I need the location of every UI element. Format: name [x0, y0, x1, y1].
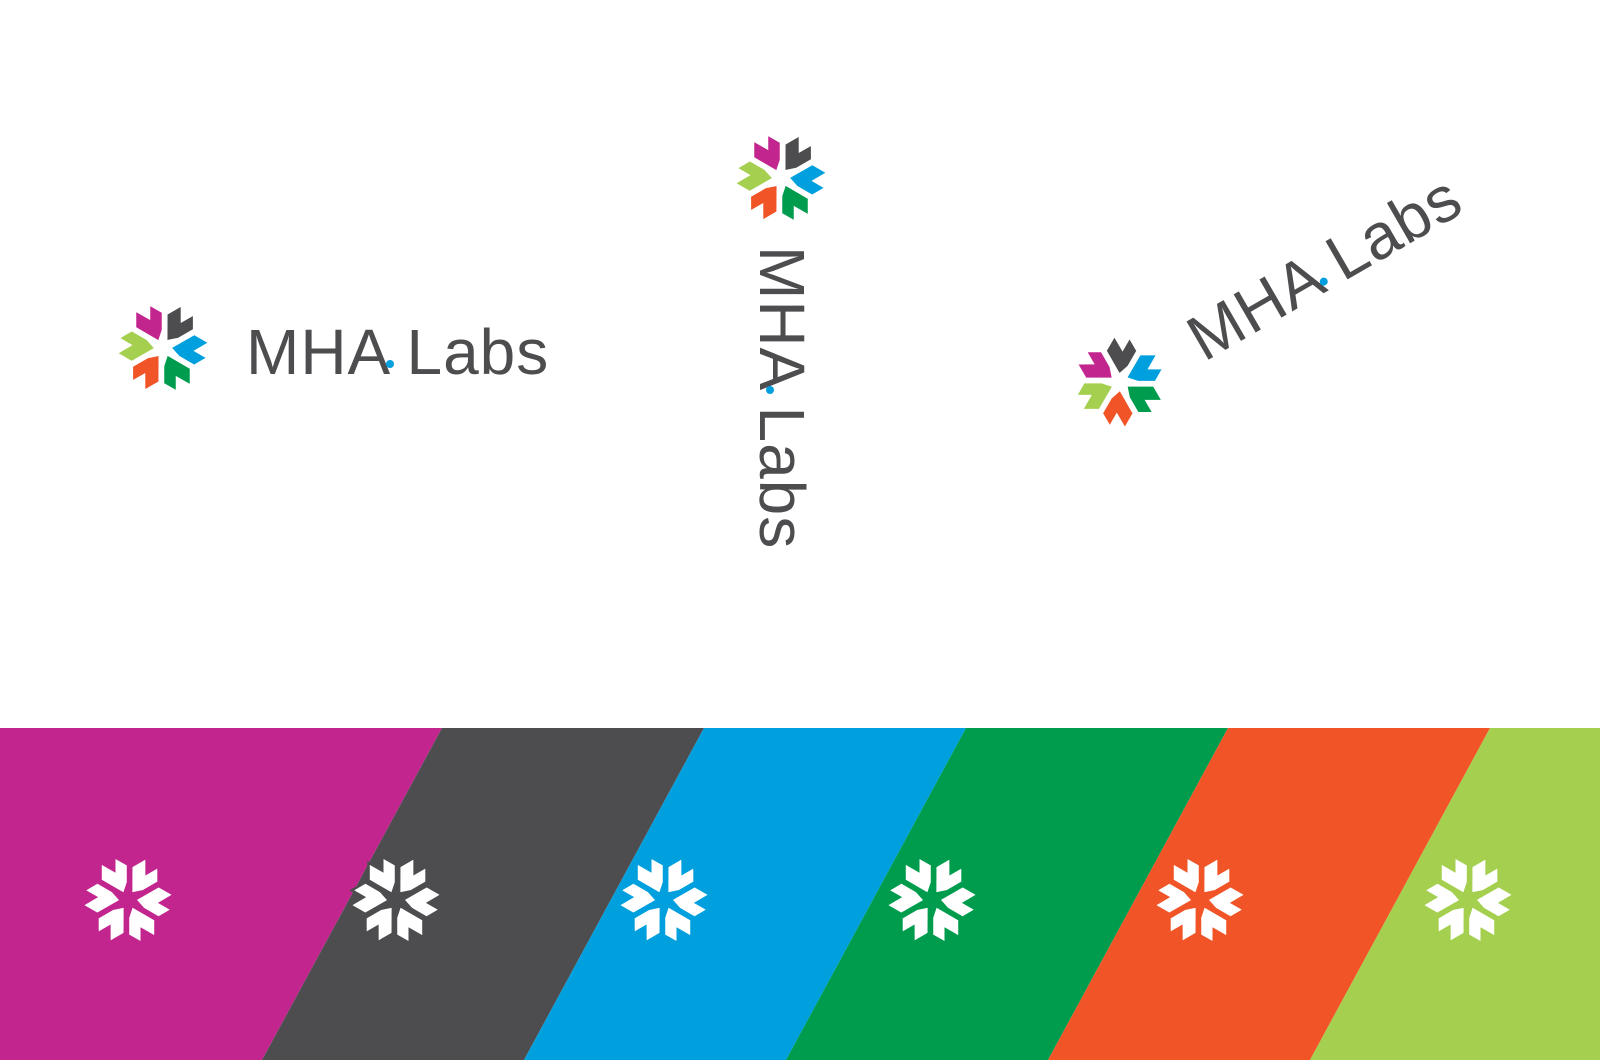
- logo-wordmark: MHA Labs: [1175, 160, 1474, 375]
- logo-wordmark: MHA Labs: [746, 246, 818, 550]
- logo-vertical-mark: [726, 130, 836, 226]
- pinwheel-blade: [1103, 332, 1140, 377]
- pinwheel-blade: [1073, 380, 1116, 412]
- swatch-magenta: [0, 728, 442, 1060]
- pinwheel-blade: [394, 904, 425, 946]
- pinwheel-blade: [786, 162, 831, 198]
- hexagon-pinwheel-icon: [883, 854, 981, 946]
- pinwheel-blade: [930, 904, 961, 946]
- logo-diagonal: MHA Labs: [1048, 147, 1478, 451]
- pinwheel-blade: [933, 855, 964, 896]
- pinwheel-blade: [397, 855, 428, 896]
- logo-vertical-wordmark: MHA Labs: [746, 246, 818, 550]
- pinwheel-blade: [1201, 855, 1232, 896]
- swatch-blue: [524, 728, 966, 1060]
- letter-a-dot: [766, 386, 774, 394]
- hexagon-pinwheel-icon: [1073, 332, 1166, 432]
- pinwheel-blade: [1123, 352, 1166, 384]
- swatch-green: [786, 728, 1228, 1060]
- pinwheel-blade: [1473, 884, 1517, 920]
- pinwheel-blade: [113, 328, 158, 364]
- hexagon-pinwheel-icon: [113, 301, 213, 395]
- pinwheel-blade: [937, 884, 981, 920]
- pinwheel-blade: [347, 880, 391, 916]
- pinwheel-blade: [133, 301, 165, 344]
- pinwheel-blade: [126, 904, 157, 946]
- pinwheel-blade: [782, 132, 814, 174]
- pinwheel-blade: [161, 352, 193, 395]
- pinwheel-blade: [632, 904, 663, 945]
- pinwheel-blade: [401, 884, 445, 920]
- pinwheel-blade: [1419, 880, 1463, 916]
- pinwheel-blade: [1198, 904, 1229, 946]
- pinwheel-blade: [665, 855, 696, 896]
- pinwheel-blade: [129, 855, 160, 896]
- swatch-gray: [262, 728, 704, 1060]
- hexagon-pinwheel-icon: [1419, 854, 1517, 946]
- pinwheel-blade: [635, 854, 666, 896]
- pinwheel-blade: [1171, 854, 1202, 896]
- letter-a-dot: [386, 360, 394, 368]
- pinwheel-blade: [883, 880, 927, 916]
- letter-a-dot: [1318, 276, 1330, 288]
- pinwheel-blade: [662, 904, 693, 946]
- pinwheel-blade: [1168, 904, 1199, 945]
- pinwheel-blade: [779, 182, 811, 225]
- hexagon-pinwheel-icon: [1151, 854, 1249, 946]
- pinwheel-blade: [1205, 884, 1249, 920]
- swatch-orange: [1048, 728, 1490, 1060]
- pinwheel-blade: [367, 854, 398, 896]
- pinwheel-blade: [1151, 880, 1195, 916]
- pinwheel-blade: [900, 904, 931, 945]
- pinwheel-blade: [669, 884, 713, 920]
- pinwheel-blade: [1124, 384, 1166, 415]
- pinwheel-blade: [99, 854, 130, 896]
- hexagon-pinwheel-icon: [731, 131, 831, 225]
- pinwheel-blade: [1100, 387, 1136, 432]
- pinwheel-blade: [79, 880, 123, 916]
- pinwheel-blade: [731, 158, 776, 194]
- pinwheel-blade: [1469, 855, 1500, 896]
- hexagon-pinwheel-icon: [347, 854, 445, 946]
- hexagon-pinwheel-icon: [79, 854, 177, 946]
- pinwheel-blade: [96, 904, 127, 945]
- pinwheel-blade: [615, 880, 659, 916]
- pinwheel-blade: [133, 884, 177, 920]
- logo-horizontal: MHA Labs: [108, 300, 549, 396]
- pinwheel-blade: [164, 302, 196, 344]
- pinwheel-blade: [130, 352, 162, 394]
- hexagon-pinwheel-icon: [615, 854, 713, 946]
- pinwheel-blade: [751, 131, 783, 174]
- pinwheel-blade: [1436, 904, 1467, 945]
- pinwheel-blade: [1439, 854, 1470, 896]
- pinwheel-blade: [168, 332, 213, 368]
- pinwheel-blade: [903, 854, 934, 896]
- pinwheel-blade: [364, 904, 395, 945]
- pinwheel-blade: [1466, 904, 1497, 946]
- pinwheel-blade: [748, 182, 780, 224]
- logo-wordmark: MHA Labs: [246, 316, 550, 388]
- color-swatch-band: [0, 728, 1600, 1060]
- pinwheel-blade: [1074, 349, 1115, 381]
